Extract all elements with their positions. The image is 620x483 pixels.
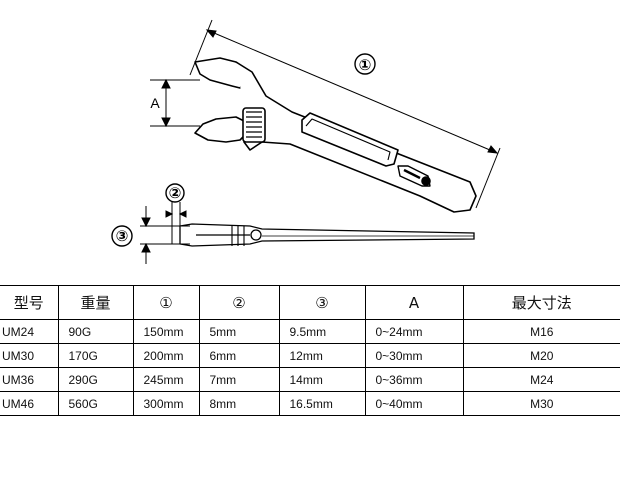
cell-weight: 560G	[57, 391, 133, 416]
table-row: UM24 90G 150mm 5mm 9.5mm 0~24mm M16	[0, 319, 620, 344]
cell-max-size: M30	[462, 391, 620, 416]
length-callout: ①	[354, 53, 376, 75]
cell-length: 300mm	[132, 391, 199, 416]
header-model: 型号	[0, 285, 58, 320]
cell-weight: 170G	[57, 343, 133, 368]
cell-opening: 0~36mm	[364, 367, 463, 392]
length-dimension	[189, 19, 501, 209]
dimension-a-label: A	[150, 95, 160, 111]
svg-text:②: ②	[169, 184, 182, 202]
cell-thickness: 14mm	[278, 367, 365, 392]
cell-model: UM24	[0, 319, 58, 344]
cell-opening: 0~30mm	[364, 343, 463, 368]
jaw-width-dimension	[165, 202, 187, 244]
svg-text:①: ①	[359, 56, 372, 74]
cell-opening: 0~40mm	[364, 391, 463, 416]
table-row: UM46 560G 300mm 8mm 16.5mm 0~40mm M30	[0, 391, 620, 416]
spec-table: 型号 重量 ① ② ③ A 最大寸法 UM24 90G 150mm 5mm 9.…	[0, 285, 620, 416]
cell-thickness: 12mm	[278, 343, 365, 368]
wrench-diagram: ① A ② ③	[111, 19, 501, 264]
table-row: UM36 290G 245mm 7mm 14mm 0~36mm M24	[0, 367, 620, 392]
cell-model: UM30	[0, 343, 58, 368]
thickness-callout: ③	[111, 225, 133, 247]
cell-jaw-width: 5mm	[198, 319, 279, 344]
table-row: UM30 170G 200mm 6mm 12mm 0~30mm M20	[0, 343, 620, 368]
cell-max-size: M24	[462, 367, 620, 392]
cell-weight: 90G	[57, 319, 133, 344]
cell-opening: 0~24mm	[364, 319, 463, 344]
header-weight: 重量	[57, 285, 133, 320]
cell-jaw-width: 8mm	[198, 391, 279, 416]
header-length: ①	[132, 285, 199, 320]
thickness-dimension	[140, 206, 190, 264]
table-header-row: 型号 重量 ① ② ③ A 最大寸法	[0, 285, 620, 320]
cell-max-size: M20	[462, 343, 620, 368]
jaw-width-callout: ②	[165, 183, 185, 203]
cell-length: 245mm	[132, 367, 199, 392]
cell-length: 150mm	[132, 319, 199, 344]
cell-max-size: M16	[462, 319, 620, 344]
cell-thickness: 9.5mm	[278, 319, 365, 344]
header-opening: A	[364, 285, 463, 320]
header-max-size: 最大寸法	[462, 285, 620, 320]
cell-jaw-width: 6mm	[198, 343, 279, 368]
header-jaw-width: ②	[198, 285, 279, 320]
cell-weight: 290G	[57, 367, 133, 392]
jaw-opening-dimension	[150, 78, 200, 128]
svg-text:③: ③	[116, 227, 129, 245]
wrench-side-view	[179, 223, 475, 247]
cell-model: UM36	[0, 367, 58, 392]
wrench-top-view	[194, 57, 477, 213]
cell-model: UM46	[0, 391, 58, 416]
header-thickness: ③	[278, 285, 365, 320]
cell-length: 200mm	[132, 343, 199, 368]
cell-thickness: 16.5mm	[278, 391, 365, 416]
cell-jaw-width: 7mm	[198, 367, 279, 392]
